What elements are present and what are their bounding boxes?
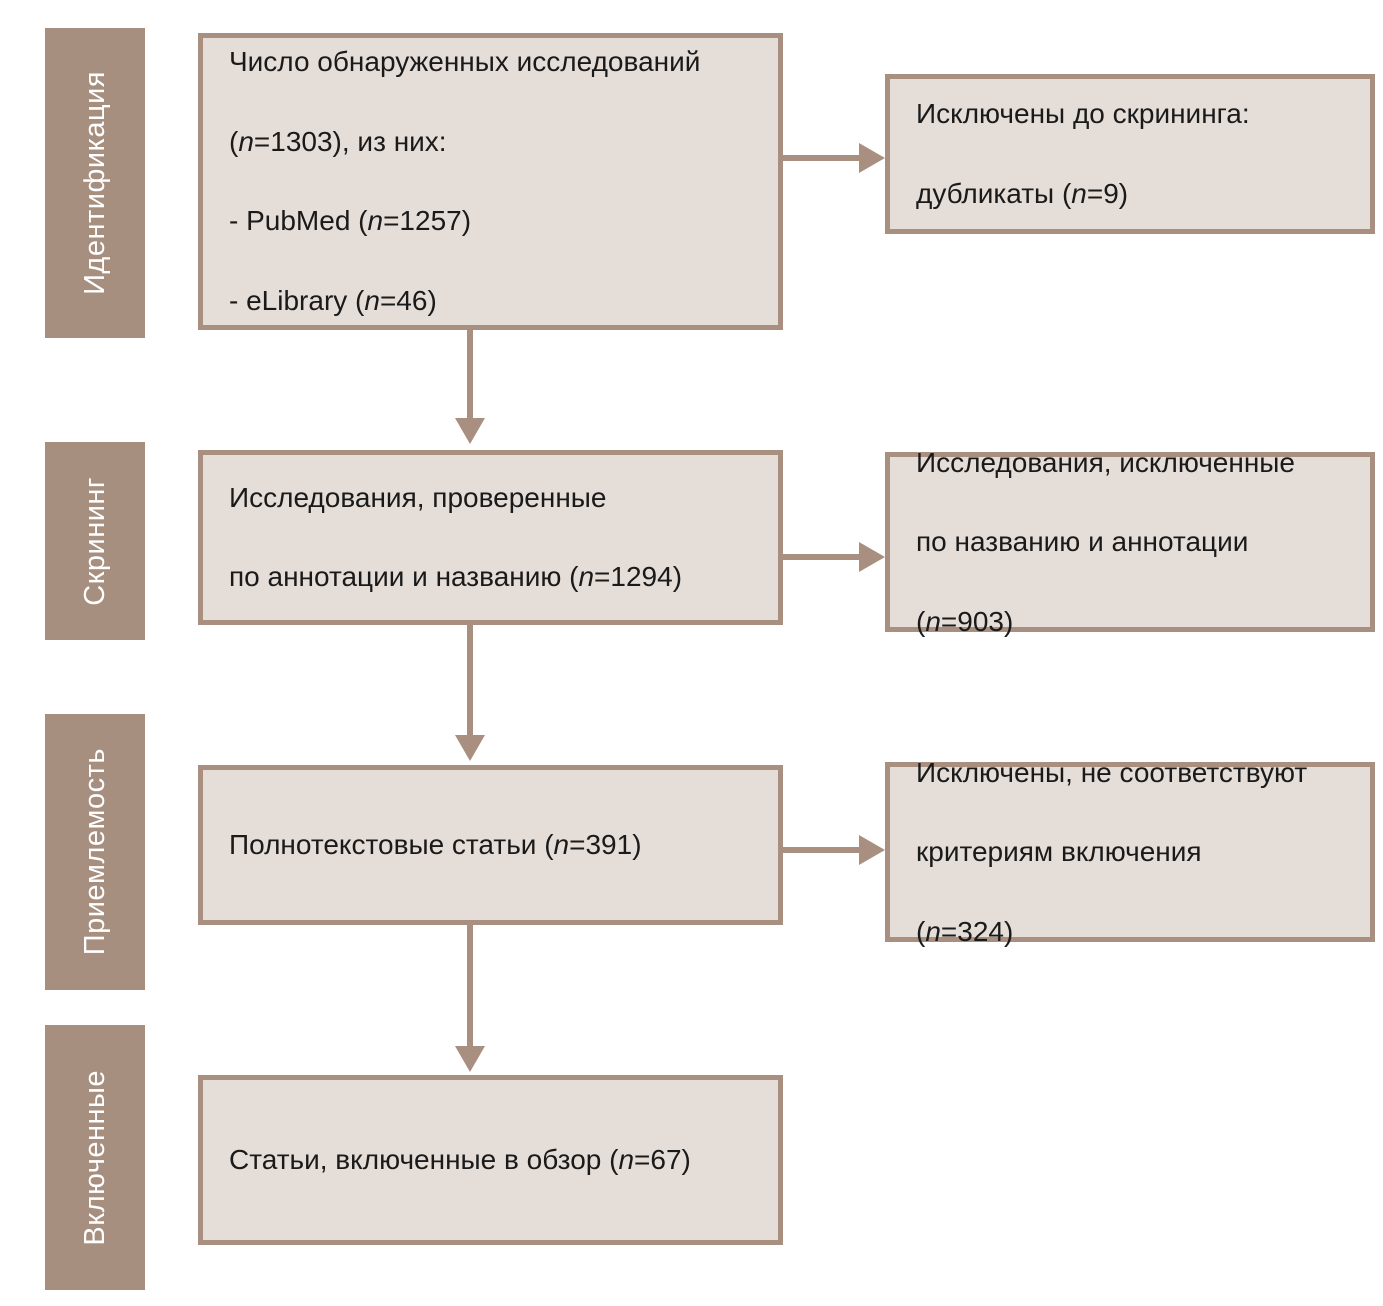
connector-identified-to-screened-arrowhead: [455, 418, 485, 444]
stage-band-eligibility: Приемлемость: [45, 714, 145, 990]
connector-screened-to-excluded-arrowhead: [859, 542, 885, 572]
connector-fulltext-to-excluded-arrowhead: [859, 835, 885, 865]
connector-fulltext-to-included-line: [467, 925, 473, 1050]
box-excluded-not-meeting-criteria-text: Исключены, не соответствуют критериям вк…: [916, 756, 1308, 947]
box-records-identified-text: Число обнаруженных исследований (n=1303)…: [229, 46, 701, 316]
stage-band-label-identification: Идентификация: [78, 71, 111, 295]
box-excluded-by-title-abstract: Исследования, исключенные по названию и …: [885, 447, 1375, 637]
stage-band-label-eligibility: Приемлемость: [78, 748, 111, 956]
box-excluded-not-meeting-criteria: Исключены, не соответствуют критериям вк…: [885, 757, 1375, 947]
box-excluded-before-screening: Исключены до скрининга: дубликаты (n=9): [885, 74, 1375, 234]
box-records-identified: Число обнаруженных исследований (n=1303)…: [198, 33, 783, 330]
connector-screened-to-fulltext-line: [467, 625, 473, 739]
box-excluded-before-screening-text: Исключены до скрининга: дубликаты (n=9): [916, 98, 1250, 209]
connector-screened-to-fulltext-arrowhead: [455, 735, 485, 761]
box-fulltext-assessed-text: Полнотекстовые статьи (n=391): [229, 829, 642, 861]
box-fulltext-assessed: Полнотекстовые статьи (n=391): [198, 765, 783, 925]
box-records-screened-text: Исследования, проверенные по аннотации и…: [229, 481, 683, 593]
stage-band-screening: Скрининг: [45, 442, 145, 640]
box-records-screened: Исследования, проверенные по аннотации и…: [198, 450, 783, 625]
connector-identified-to-screened-line: [467, 330, 473, 422]
stage-band-label-screening: Скрининг: [78, 476, 111, 606]
stage-band-identification: Идентификация: [45, 28, 145, 338]
connector-fulltext-to-excluded-line: [783, 847, 861, 853]
box-studies-included: Статьи, включенные в обзор (n=67): [198, 1075, 783, 1245]
connector-fulltext-to-included-arrowhead: [455, 1046, 485, 1072]
stage-band-included: Включенные: [45, 1025, 145, 1290]
connector-identified-to-duplicates-line: [783, 155, 861, 161]
connector-identified-to-duplicates-arrowhead: [859, 143, 885, 173]
stage-band-label-included: Включенные: [78, 1069, 111, 1246]
box-excluded-by-title-abstract-text: Исследования, исключенные по названию и …: [916, 446, 1295, 637]
box-studies-included-text: Статьи, включенные в обзор (n=67): [229, 1144, 691, 1176]
connector-screened-to-excluded-line: [783, 554, 861, 560]
